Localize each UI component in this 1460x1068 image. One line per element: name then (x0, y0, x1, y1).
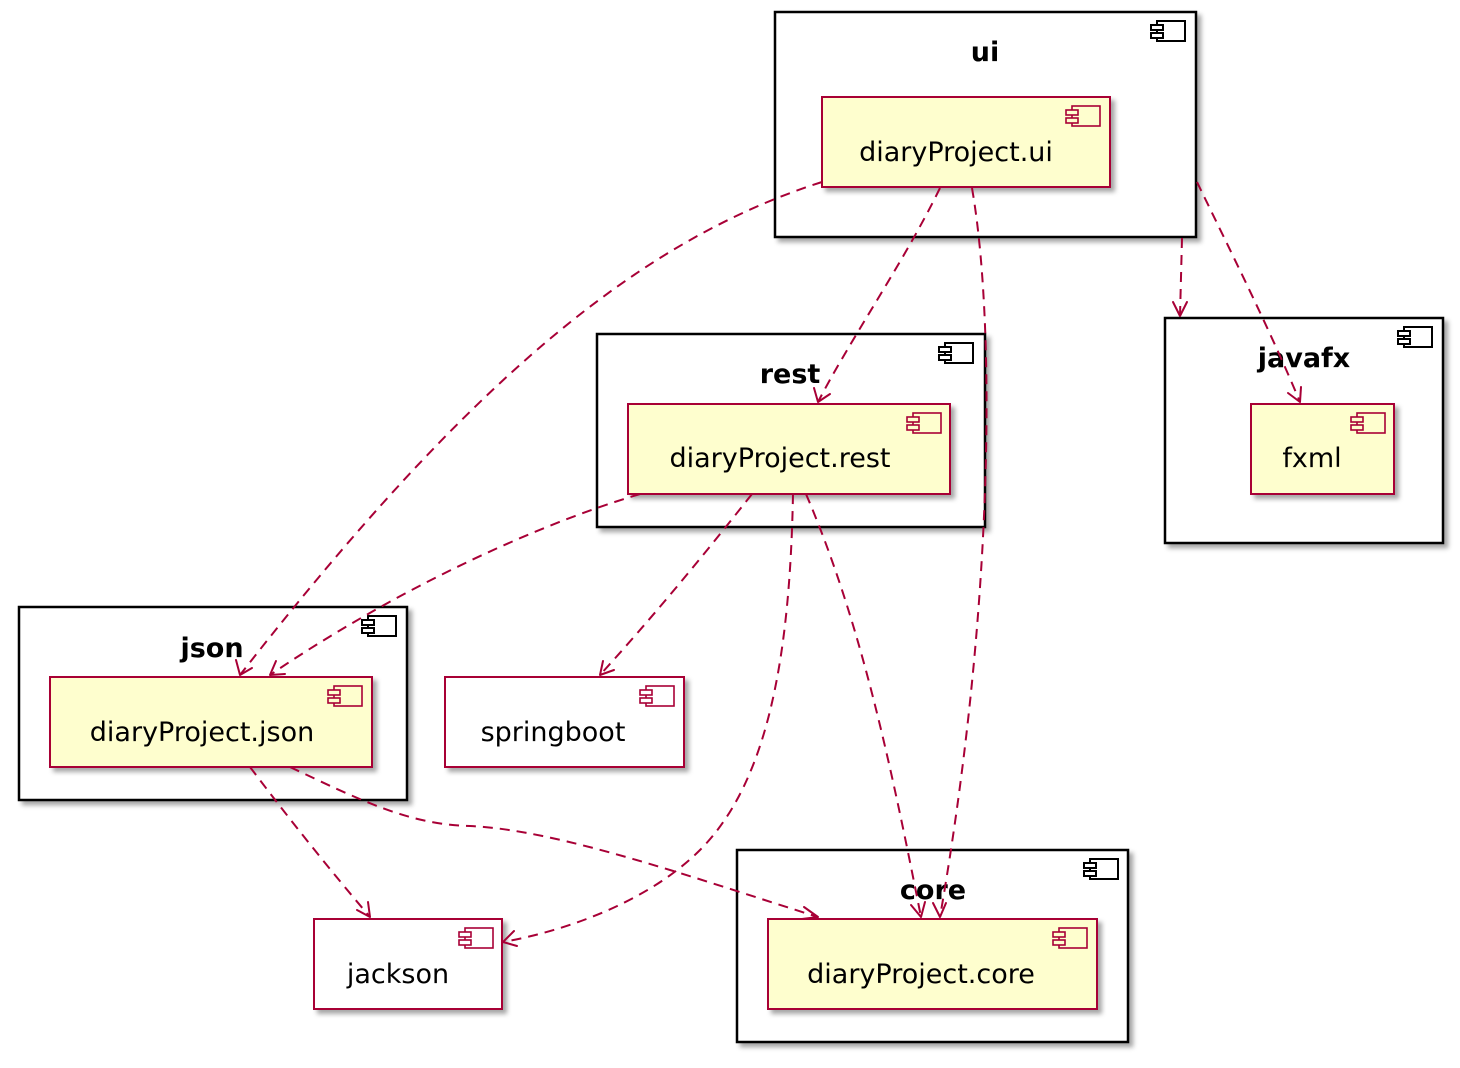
component-jackson[interactable]: jackson (313, 918, 503, 1010)
dependency-edges (235, 181, 1302, 947)
edge-ui-to-javafx (1172, 237, 1188, 317)
component-label: diaryProject.rest (670, 443, 891, 474)
edge-rest-to-json (269, 493, 641, 676)
component-label: diaryProject.core (807, 959, 1035, 990)
component-icon (1065, 105, 1101, 127)
component-icon (1083, 858, 1119, 880)
edge-rest-to-springboot (599, 493, 753, 676)
component-icon (327, 685, 363, 707)
package-title-rest: rest (760, 359, 821, 390)
edge-json-to-jackson (249, 766, 371, 918)
component-label: jackson (346, 959, 449, 990)
component-diaryproject-ui[interactable]: diaryProject.ui (821, 96, 1111, 188)
package-title-ui: ui (971, 37, 999, 68)
package-title-json: json (179, 633, 243, 664)
component-icon (1150, 20, 1186, 42)
component-springboot[interactable]: springboot (444, 676, 685, 768)
component-diaryproject-json[interactable]: diaryProject.json (49, 676, 373, 768)
edge-ui-to-fxml (1196, 181, 1302, 403)
component-icon (1350, 412, 1386, 434)
component-icon (361, 615, 397, 637)
edge-rest-to-jackson (502, 493, 794, 947)
component-label: diaryProject.json (90, 717, 314, 748)
component-label: springboot (481, 717, 626, 748)
edge-json-to-core (289, 766, 819, 920)
component-icon (458, 927, 494, 949)
edge-ui-to-core (932, 187, 988, 918)
component-icon (639, 685, 675, 707)
edge-rest-to-core (805, 493, 926, 918)
package-title-javafx: javafx (1257, 343, 1350, 374)
component-icon (938, 342, 974, 364)
component-fxml[interactable]: fxml (1250, 403, 1395, 495)
edge-ui-to-rest (813, 187, 941, 403)
component-diaryproject-rest[interactable]: diaryProject.rest (627, 403, 951, 495)
edge-ui-to-json (235, 181, 823, 676)
component-label: fxml (1282, 443, 1341, 474)
package-title-core: core (900, 875, 966, 906)
component-diaryproject-core[interactable]: diaryProject.core (767, 918, 1098, 1010)
component-icon (1397, 326, 1433, 348)
component-label: diaryProject.ui (859, 137, 1053, 168)
component-icon (906, 412, 942, 434)
component-icon (1052, 927, 1088, 949)
